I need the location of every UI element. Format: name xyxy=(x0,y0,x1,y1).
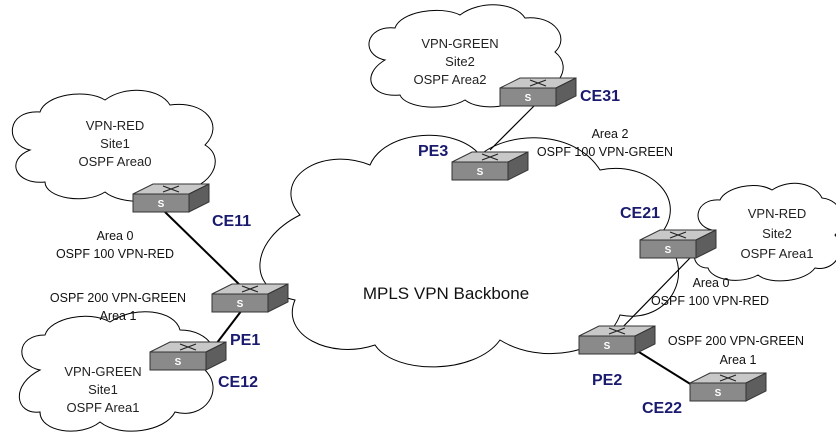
router-glyph: S xyxy=(237,299,244,310)
link-pe2-ce21 xyxy=(614,257,691,336)
link-label-ce11-area: Area 0 xyxy=(97,229,134,243)
link-label-ce21-area: Area 0 xyxy=(693,276,730,290)
router-glyph: S xyxy=(477,167,484,178)
label-ce31: CE31 xyxy=(580,88,620,105)
router-glyph: S xyxy=(158,199,165,210)
site-green1-name: VPN-GREEN xyxy=(64,364,141,379)
site-green2-area: OSPF Area2 xyxy=(414,72,487,87)
router-ce11[interactable]: S xyxy=(132,183,210,213)
site-green1-site: Site1 xyxy=(88,382,118,397)
link-label-ce22-area: Area 1 xyxy=(720,353,757,367)
router-glyph: S xyxy=(175,357,182,368)
label-pe3: PE3 xyxy=(418,143,448,160)
router-glyph: S xyxy=(665,245,672,256)
link-ce11-pe1 xyxy=(164,211,246,291)
link-label-ce12-ospf: OSPF 200 VPN-GREEN xyxy=(50,291,186,305)
link-label-ce31-ospf: OSPF 100 VPN-GREEN xyxy=(537,145,673,159)
link-label-ce31-area: Area 2 xyxy=(592,127,629,141)
site-red2-name: VPN-RED xyxy=(748,206,807,221)
site-cloud-vpn-red-site1 xyxy=(12,89,216,202)
router-pe3[interactable]: S xyxy=(451,151,529,181)
backbone-cloud xyxy=(259,134,679,368)
site-green2-name: VPN-GREEN xyxy=(421,36,498,51)
link-label-ce12-area: Area 1 xyxy=(100,309,137,323)
router-glyph: S xyxy=(525,93,532,104)
link-pe3-ce31 xyxy=(489,101,539,151)
link-label-ce11-ospf: OSPF 100 VPN-RED xyxy=(56,247,174,261)
label-ce21: CE21 xyxy=(620,205,660,222)
router-ce12[interactable]: S xyxy=(149,341,227,371)
router-ce31[interactable]: S xyxy=(499,77,577,107)
label-ce12: CE12 xyxy=(218,374,258,391)
label-pe2: PE2 xyxy=(592,372,622,389)
link-label-ce22-ospf: OSPF 200 VPN-GREEN xyxy=(668,334,804,348)
router-ce21[interactable]: S xyxy=(639,229,717,259)
site-cloud-vpn-red-site2 xyxy=(693,182,836,282)
site-green1-area: OSPF Area1 xyxy=(67,400,140,415)
router-pe1[interactable]: S xyxy=(211,283,289,313)
router-glyph: S xyxy=(715,388,722,399)
label-ce22: CE22 xyxy=(642,400,682,417)
site-red2-area: OSPF Area1 xyxy=(741,246,814,261)
link-label-ce21-ospf: OSPF 100 VPN-RED xyxy=(651,294,769,308)
site-red1-area: OSPF Area0 xyxy=(79,154,152,169)
site-red2-site: Site2 xyxy=(762,226,792,241)
site-green2-site: Site2 xyxy=(445,54,475,69)
label-pe1: PE1 xyxy=(230,332,260,349)
router-pe2[interactable]: S xyxy=(578,325,656,355)
label-ce11: CE11 xyxy=(212,213,251,230)
router-glyph: S xyxy=(604,341,611,352)
site-red1-site: Site1 xyxy=(100,136,130,151)
router-ce22[interactable]: S xyxy=(689,372,767,402)
backbone-label: MPLS VPN Backbone xyxy=(363,284,529,303)
site-red1-name: VPN-RED xyxy=(86,118,145,133)
